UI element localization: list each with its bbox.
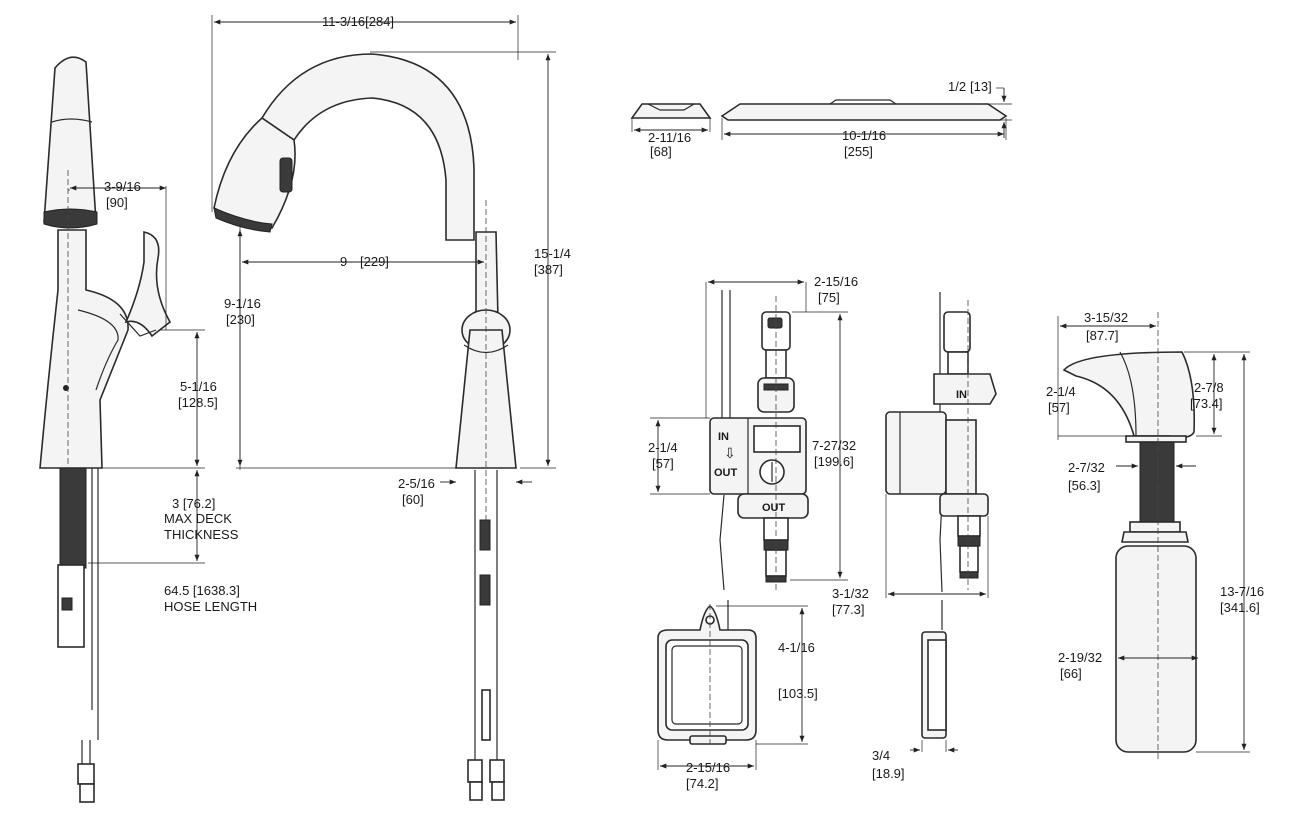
soap-head-label: 2-1/4	[1046, 384, 1076, 399]
spout-clearance-mm-label: [230]	[226, 312, 255, 327]
battery-depth-label: 3/4	[872, 748, 890, 763]
valve-out-port-text: OUT	[762, 502, 786, 514]
soap-head-h-label: 2-7/8	[1194, 380, 1224, 395]
battery-box-dimensions	[657, 604, 808, 770]
battery-width-mm-label: [74.2]	[686, 776, 719, 791]
small-plate-mm-label: [68]	[650, 144, 672, 159]
valve-front-dimensions	[650, 279, 848, 590]
valve-side-in-text: IN	[956, 389, 967, 401]
soap-head-mm-label: [57]	[1048, 400, 1070, 415]
handle-height-label: 5-1/16	[180, 379, 217, 394]
plate-height-label: 1/2	[948, 79, 966, 94]
valve-box-label: 2-1/4	[648, 440, 678, 455]
battery-width-label: 2-15/16	[686, 760, 730, 775]
flow-arrow-icon: ⇩	[724, 445, 736, 461]
faucet-side-view	[39, 56, 172, 803]
plate-height-mm-label: [13]	[970, 79, 992, 94]
valve-width-mm-label: [75]	[818, 290, 840, 305]
soap-total-label: 13-7/16	[1220, 584, 1264, 599]
soap-width-mm-label: [87.7]	[1086, 328, 1119, 343]
faucet-front-dimensions	[211, 15, 556, 520]
valve-box-mm-label: [57]	[652, 456, 674, 471]
soap-width-label: 3-15/32	[1084, 310, 1128, 325]
large-plate-mm-label: [255]	[844, 144, 873, 159]
overall-width-label: 11-3/16[284]	[322, 14, 394, 29]
battery-height-label: 4-1/16	[778, 640, 815, 655]
battery-height-mm-label: [103.5]	[778, 686, 818, 701]
spout-reach-mm-label: [229]	[360, 254, 389, 269]
valve-depth-mm-label: [77.3]	[832, 602, 865, 617]
soap-bottle-label: 2-19/32	[1058, 650, 1102, 665]
valve-in-text: IN	[718, 431, 729, 443]
soap-total-mm-label: [341.6]	[1220, 600, 1260, 615]
small-plate-label: 2-11/16	[648, 130, 691, 145]
hose-length-line2: HOSE LENGTH	[164, 599, 257, 614]
battery-depth-mm-label: [18.9]	[872, 766, 905, 781]
valve-width-label: 2-15/16	[814, 274, 858, 289]
valve-height-label: 7-27/32	[812, 438, 856, 453]
faucet-front-view	[213, 53, 517, 801]
valve-side-view	[885, 292, 997, 593]
base-dia-label: 2-5/16	[398, 476, 435, 491]
max-deck-line3: THICKNESS	[164, 527, 239, 542]
soap-dimensions	[1057, 312, 1250, 760]
soap-shank-mm-label: [56.3]	[1068, 478, 1101, 493]
soap-shank-label: 2-7/32	[1068, 460, 1105, 475]
valve-side-dimensions	[885, 300, 989, 598]
valve-height-mm-label: [199.6]	[814, 454, 854, 469]
spout-reach-label: 9	[340, 254, 347, 269]
valve-out-text: OUT	[714, 467, 738, 479]
valve-front-view	[709, 290, 809, 591]
faucet-reach-label: 3-9/16	[104, 179, 141, 194]
valve-depth-label: 3-1/32	[832, 586, 869, 601]
faucet-reach-mm-label: [90]	[106, 195, 128, 210]
battery-box-front	[657, 600, 757, 745]
faucet-side-dimensions	[67, 170, 205, 564]
hose-length-label: 64.5 [1638.3]	[164, 583, 240, 598]
max-deck-label: 3 [76.2]	[172, 496, 215, 511]
deck-plates	[630, 87, 1012, 140]
spout-clearance-label: 9-1/16	[224, 296, 261, 311]
overall-height-mm-label: [387]	[534, 262, 563, 277]
soap-head-h-mm-label: [73.4]	[1190, 396, 1223, 411]
max-deck-line2: MAX DECK	[164, 511, 232, 526]
overall-height-label: 15-1/4	[534, 246, 571, 261]
base-dia-mm-label: [60]	[402, 492, 424, 507]
handle-height-mm-label: [128.5]	[178, 395, 218, 410]
soap-bottle-mm-label: [66]	[1060, 666, 1082, 681]
battery-box-side	[910, 600, 958, 753]
large-plate-label: 10-1/16	[842, 128, 886, 143]
soap-dispenser	[1062, 351, 1197, 753]
